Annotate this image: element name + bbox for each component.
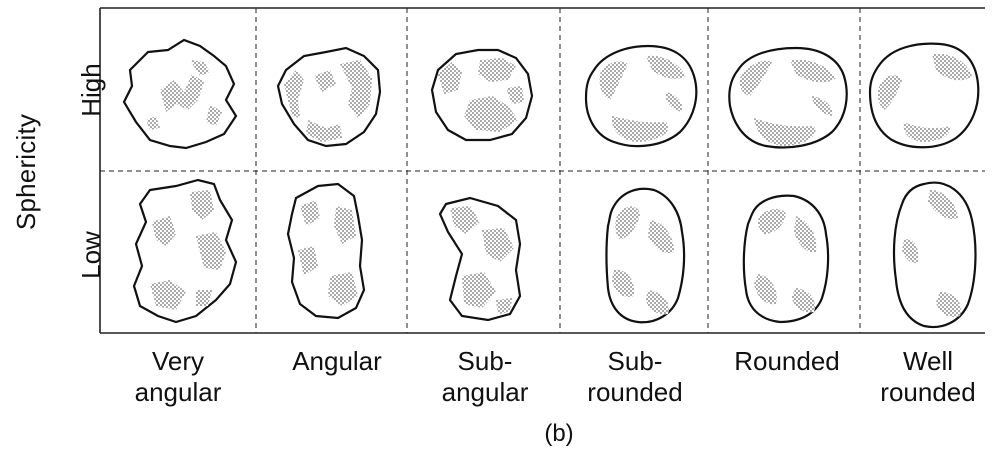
column-label-line1: Well <box>902 346 954 376</box>
column-label-rounded: Rounded <box>712 346 862 377</box>
grain-high-very-angular <box>122 38 238 150</box>
grain-high-subangular <box>430 48 534 142</box>
column-label-line2: rounded <box>587 377 683 407</box>
grain-high-rounded <box>728 46 848 149</box>
column-label-line1: Very <box>151 346 205 376</box>
grain-high-angular <box>276 46 382 148</box>
column-label-well-rounded: Well rounded <box>853 346 999 408</box>
column-label-subangular: Sub- angular <box>410 346 560 408</box>
row-label-low: Low <box>76 231 106 279</box>
grain-high-subrounded <box>584 44 698 148</box>
grain-low-well-rounded <box>892 181 977 329</box>
axis-title-sphericity: Sphericity <box>11 113 41 231</box>
grain-low-subangular <box>438 196 522 322</box>
column-label-line1: Sub- <box>457 346 513 376</box>
grain-high-well-rounded <box>868 42 980 149</box>
figure-caption: (b) <box>544 420 574 447</box>
column-label-angular: Angular <box>262 346 412 377</box>
column-label-line1: Rounded <box>734 346 840 376</box>
grain-low-very-angular <box>132 178 238 324</box>
row-label-high: High <box>76 63 106 117</box>
grid-dashed-lines <box>100 8 985 333</box>
column-label-line2: rounded <box>880 377 976 407</box>
column-label-line2: angular <box>134 377 222 407</box>
column-label-subrounded: Sub- rounded <box>560 346 710 408</box>
grain-low-rounded <box>742 194 830 324</box>
grain-low-angular <box>286 182 366 320</box>
column-label-line1: Angular <box>292 346 382 376</box>
grain-low-subrounded <box>605 187 686 324</box>
column-label-very-angular: Very angular <box>103 346 253 408</box>
column-label-line2: angular <box>441 377 529 407</box>
column-label-line1: Sub- <box>607 346 663 376</box>
